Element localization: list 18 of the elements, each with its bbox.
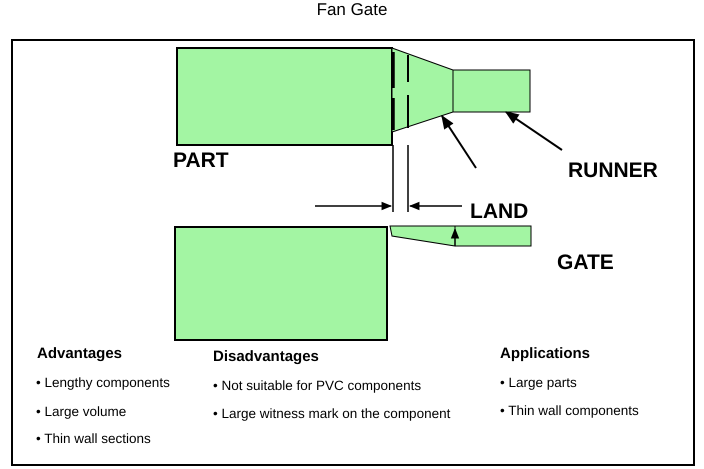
- list-item: • Large witness mark on the component: [213, 407, 450, 422]
- heading: Applications: [500, 346, 590, 362]
- list-item: • Not suitable for PVC components: [213, 379, 422, 394]
- part-label: RUNNER: [568, 159, 658, 182]
- runner-block: [452, 70, 530, 112]
- list-item: • Large parts: [500, 376, 577, 391]
- list-item: • Thin wall sections: [36, 432, 151, 447]
- heading: Advantages: [37, 346, 122, 362]
- heading: Disadvantages: [213, 349, 319, 366]
- arrow: [441, 114, 477, 169]
- part-label: LAND: [470, 200, 528, 224]
- title: Fan Gate: [316, 0, 388, 20]
- list-item: • Thin wall components: [500, 404, 639, 419]
- part-label: PART: [173, 149, 229, 172]
- part-label: GATE: [557, 251, 614, 274]
- list-item: • Large volume: [36, 405, 126, 420]
- list-item: • Lengthy components: [36, 376, 170, 391]
- leader-line: [504, 111, 563, 151]
